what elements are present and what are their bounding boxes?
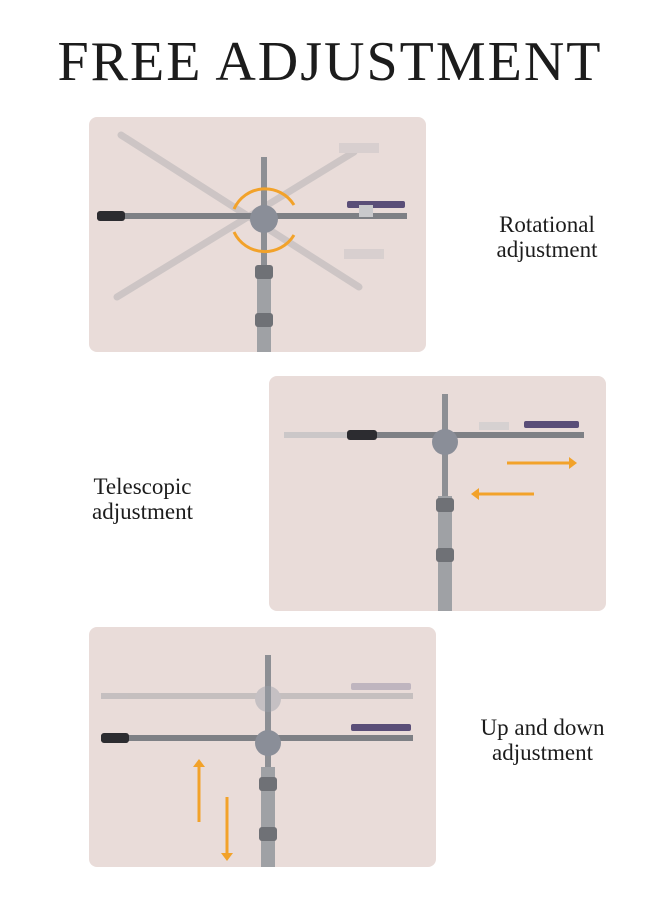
rotational-illustration (97, 131, 407, 352)
rotation-arrow-top-icon (232, 187, 296, 210)
telescopic-illustration (284, 394, 584, 611)
updown-image-panel (89, 627, 436, 867)
telescopic-image-panel (269, 376, 606, 611)
updown-illustration (101, 655, 413, 867)
rotational-caption: Rotational adjustment (496, 212, 598, 262)
updown-caption: Up and down adjustment (480, 715, 605, 765)
telescopic-caption: Telescopic adjustment (92, 474, 193, 524)
rotational-image-panel (89, 117, 426, 352)
page-title: FREE ADJUSTMENT (57, 31, 603, 93)
telescopic-arrows-icon (471, 457, 577, 500)
updown-arrows-icon (193, 759, 233, 861)
rotation-arrow-bottom-icon (232, 231, 296, 254)
